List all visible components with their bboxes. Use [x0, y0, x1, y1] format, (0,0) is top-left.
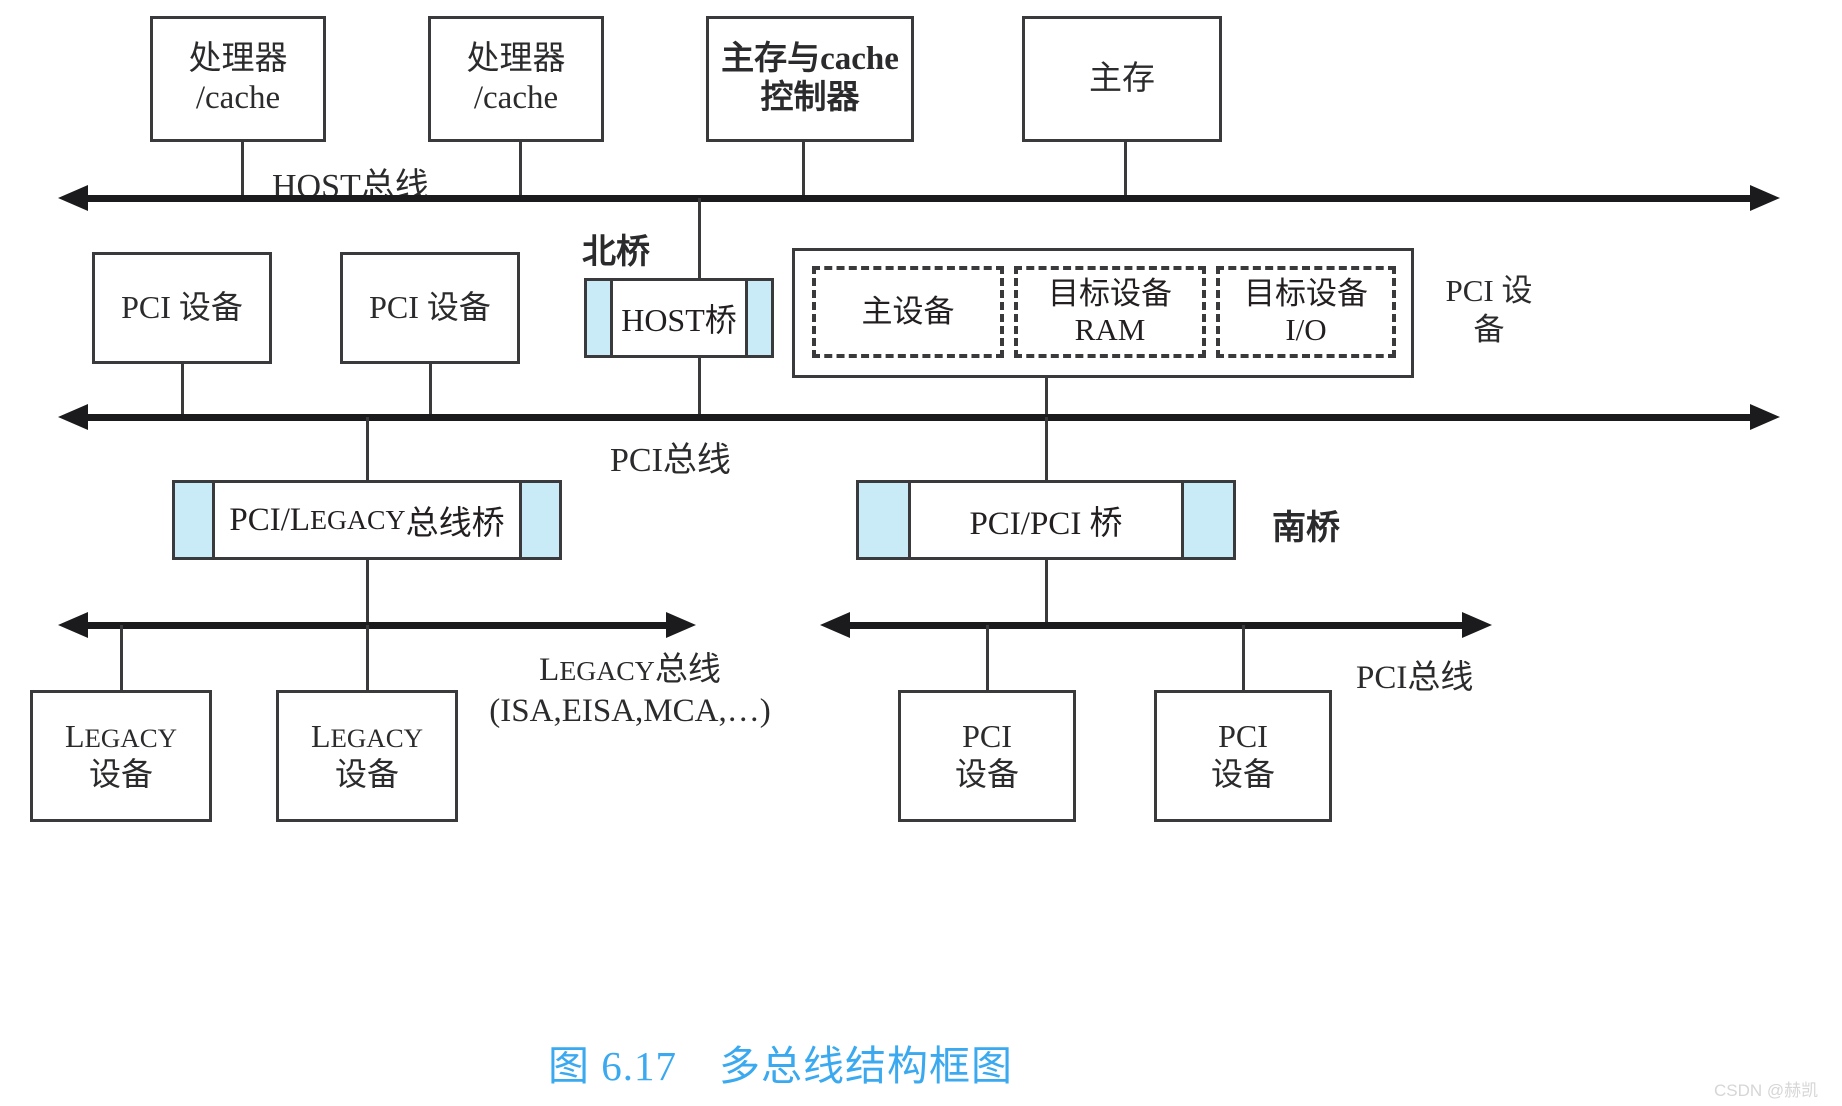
legacy-bus-label-line-2: (ISA,EISA,MCA,…)	[489, 693, 771, 730]
host-bridge-label: HOST桥	[621, 302, 737, 338]
box-line-2: I/O	[1285, 312, 1327, 347]
connector-pci-pci-bridge-to-secondary-pci-bus	[1045, 560, 1048, 626]
box-line-1: 主存与cache	[721, 41, 899, 78]
figure-caption: 图 6.17 多总线结构框图	[548, 1043, 1013, 1089]
connector-memctrl-to-host-bus	[802, 142, 805, 198]
pci-group-item-target-device-ram: 目标设备 RAM	[1014, 266, 1206, 358]
legacy-device-2: LEGACY 设备	[276, 690, 458, 822]
pci-legacy-bridge-label-prefix: PCI/L	[229, 501, 311, 538]
box-line-2: RAM	[1074, 312, 1146, 347]
secondary-pci-bus-label: PCI总线	[1356, 660, 1474, 696]
secondary-pci-bus-arrow-right	[1462, 612, 1492, 638]
box-line-2: 设备	[1210, 756, 1275, 792]
legacy-device-1: LEGACY 设备	[30, 690, 212, 822]
connector-legacy-bus-to-legacy-device-1	[120, 625, 123, 690]
legacy-device-2-prefix: L	[310, 718, 331, 755]
legacy-device-1-prefix: L	[64, 718, 85, 755]
connector-host-bus-to-host-bridge	[698, 198, 701, 280]
box-line-2: /cache	[195, 80, 281, 116]
legacy-bus-line	[86, 622, 666, 629]
host-bus-line	[86, 195, 1750, 202]
legacy-bus-label-prefix: L	[539, 652, 560, 688]
box-line-1: 目标设备	[1048, 276, 1172, 312]
box-line-1: PCI	[962, 718, 1012, 755]
secondary-pci-device-2: PCI 设备	[1154, 690, 1332, 822]
box-line-2: /cache	[473, 80, 559, 116]
connector-secondary-pci-bus-to-device-2	[1242, 625, 1245, 690]
legacy-bus-label-mid: EGACY	[559, 655, 655, 686]
secondary-pci-bus-arrow-left	[820, 612, 850, 638]
south-bridge-label: 南桥	[1272, 510, 1340, 547]
connector-memory-to-host-bus	[1124, 142, 1127, 198]
box-line-1: 处理器	[188, 41, 288, 78]
csdn-watermark: CSDN @赫凯	[1714, 1081, 1819, 1100]
pci-legacy-bridge-cap-left	[175, 483, 215, 557]
box-line-1: PCI	[1218, 718, 1268, 755]
box-line-2: 设备	[88, 756, 153, 792]
box-line-2: 设备	[334, 756, 399, 792]
box-line-1: PCI 设备	[121, 289, 243, 326]
pci-pci-bridge-cap-left	[859, 483, 911, 557]
box-line-2: 设备	[954, 756, 1019, 792]
secondary-pci-bus-line	[848, 622, 1462, 629]
host-device-processor-cache-2: 处理器 /cache	[428, 16, 604, 142]
pci-group-item-master-device: 主设备	[812, 266, 1004, 358]
connector-secondary-pci-bus-to-device-1	[986, 625, 989, 690]
legacy-bus-label-line-1: LEGACY总线	[539, 652, 721, 688]
box-line-1: 主设备	[861, 294, 955, 330]
north-bridge-label: 北桥	[582, 234, 650, 271]
legacy-device-2-mid: EGACY	[330, 723, 424, 754]
connector-pci-group-to-pci-bus	[1045, 378, 1048, 414]
pci-legacy-bridge-label-suffix: 总线桥	[405, 506, 505, 542]
legacy-device-1-mid: EGACY	[84, 723, 178, 754]
box-line-1: 目标设备	[1244, 276, 1368, 312]
box-line-1: LEGACY	[311, 718, 423, 756]
pci-bus-arrow-left	[58, 404, 88, 430]
box-line-1: 主存	[1089, 60, 1155, 97]
pci-device-group-label-line-1: PCI	[1445, 273, 1494, 308]
legacy-bus-arrow-left	[58, 612, 88, 638]
host-device-memory-cache-controller: 主存与cache 控制器	[706, 16, 914, 142]
connector-pci-legacy-bridge-to-legacy-bus	[366, 560, 369, 626]
box-line-1: 处理器	[466, 41, 566, 78]
host-bus-arrow-left	[58, 185, 88, 211]
connector-pci-bus-to-pci-legacy-bridge	[366, 417, 369, 480]
host-device-processor-cache-1: 处理器 /cache	[150, 16, 326, 142]
legacy-bus-arrow-right	[666, 612, 696, 638]
pci-pci-bridge-cap-right	[1181, 483, 1233, 557]
connector-processor1-to-host-bus	[241, 142, 244, 198]
pci-pci-bridge-label: PCI/PCI 桥	[969, 506, 1123, 542]
connector-processor2-to-host-bus	[519, 142, 522, 198]
connector-pci-device-left-1-to-pci-bus	[181, 364, 184, 414]
pci-legacy-bridge-label-mid: EGACY	[310, 504, 406, 535]
pci-device-group-label-line-2: 设备	[1473, 273, 1533, 347]
connector-pci-bus-to-pci-pci-bridge	[1045, 417, 1048, 480]
connector-pci-device-left-2-to-pci-bus	[429, 364, 432, 414]
legacy-bus-label: LEGACY总线 (ISA,EISA,MCA,…)	[480, 650, 780, 733]
pci-bus-arrow-right	[1750, 404, 1780, 430]
pci-bus-label: PCI总线	[610, 442, 731, 479]
host-device-main-memory: 主存	[1022, 16, 1222, 142]
pci-bus-line	[86, 414, 1750, 421]
host-bus-arrow-right	[1750, 185, 1780, 211]
host-bridge: HOST桥	[584, 278, 774, 358]
pci-group-item-target-device-io: 目标设备 I/O	[1216, 266, 1396, 358]
connector-legacy-bus-to-legacy-device-2	[366, 625, 369, 690]
box-line-1: PCI 设备	[369, 289, 491, 326]
box-line-1: LEGACY	[65, 718, 177, 756]
pci-legacy-bridge-cap-right	[519, 483, 559, 557]
secondary-pci-device-1: PCI 设备	[898, 690, 1076, 822]
box-line-2: 控制器	[760, 80, 860, 116]
host-bridge-cap-right	[745, 281, 771, 355]
pci-device-left-1: PCI 设备	[92, 252, 272, 364]
host-bridge-cap-left	[587, 281, 613, 355]
connector-host-bridge-to-pci-bus	[698, 358, 701, 414]
pci-device-group-label: PCI 设备	[1434, 272, 1544, 350]
pci-device-left-2: PCI 设备	[340, 252, 520, 364]
pci-pci-bridge: PCI/PCI 桥	[856, 480, 1236, 560]
legacy-bus-label-suffix: 总线	[654, 652, 721, 688]
